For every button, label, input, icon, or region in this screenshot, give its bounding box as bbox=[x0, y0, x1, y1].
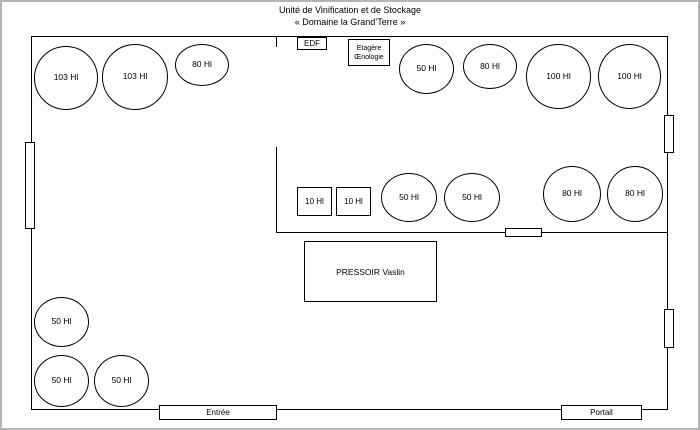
tank-50hl-bottom-1: 50 Hl bbox=[34, 297, 89, 347]
tank-50hl-top-right: 50 Hl bbox=[399, 44, 454, 94]
tank-50hl-bottom-3: 50 Hl bbox=[94, 355, 149, 407]
outer-wall-right bbox=[667, 36, 668, 410]
left-wall-opening bbox=[25, 142, 35, 229]
title-line-1: Unité de Vinification et de Stockage bbox=[279, 5, 421, 15]
tank-label: 80 Hl bbox=[625, 188, 645, 198]
tank-label: 50 Hl bbox=[51, 375, 72, 385]
tank-label: 50 Hl bbox=[111, 375, 132, 385]
tank-103hl-1: 103 Hl bbox=[34, 46, 98, 110]
portail-label: Portail bbox=[590, 408, 613, 417]
tank-103hl-2: 103 Hl bbox=[102, 44, 168, 110]
tank-50hl-middle-1: 50 Hl bbox=[381, 173, 437, 222]
tank-50hl-middle-2: 50 Hl bbox=[444, 173, 500, 222]
tank-100hl-1: 100 Hl bbox=[526, 44, 591, 109]
partition-wall-upper bbox=[276, 36, 277, 47]
edf-box: EDF bbox=[297, 37, 327, 50]
tank-label: 103 Hl bbox=[122, 71, 148, 81]
tank-80hl-top-right: 80 Hl bbox=[463, 44, 517, 89]
etagere-label-line1: Etagère bbox=[356, 44, 382, 52]
tank-label: 100 Hl bbox=[546, 70, 571, 81]
outer-wall-top bbox=[31, 36, 668, 37]
tank-80hl-top-left: 80 Hl bbox=[175, 44, 229, 86]
tank-label: 10 Hl bbox=[344, 197, 363, 206]
pressoir-label: PRESSOIR Vaslin bbox=[336, 266, 405, 277]
right-wall-opening-lower bbox=[664, 309, 674, 348]
tank-label: 103 Hl bbox=[53, 72, 79, 82]
tank-100hl-2: 100 Hl bbox=[598, 44, 661, 109]
etagere-oenologie: Etagère Œnologie bbox=[348, 39, 390, 66]
tank-label: 80 Hl bbox=[562, 188, 582, 198]
tank-label: 50 Hl bbox=[51, 316, 72, 326]
tank-label: 80 Hl bbox=[192, 59, 212, 69]
tank-label: 10 Hl bbox=[305, 197, 324, 206]
tank-label: 80 Hl bbox=[480, 60, 500, 71]
entree-label: Entrée bbox=[206, 408, 230, 417]
tank-label: 50 Hl bbox=[399, 191, 419, 202]
tank-label: 50 Hl bbox=[462, 191, 482, 202]
entree-door: Entrée bbox=[159, 405, 277, 420]
etagere-label-line2: Œnologie bbox=[354, 53, 384, 61]
tank-50hl-bottom-2: 50 Hl bbox=[34, 355, 89, 407]
title-line-2: « Domaine la Grand’Terre » bbox=[294, 17, 406, 27]
tank-80hl-right-1: 80 Hl bbox=[543, 166, 601, 222]
pressoir-vaslin: PRESSOIR Vaslin bbox=[304, 241, 437, 302]
right-wall-opening-upper bbox=[664, 115, 674, 153]
tank-10hl-1: 10 Hl bbox=[297, 187, 332, 216]
tank-label: 100 Hl bbox=[617, 70, 642, 81]
portail-gate: Portail bbox=[561, 405, 642, 420]
partition-wall-horizontal bbox=[276, 232, 667, 233]
tank-label: 50 Hl bbox=[416, 63, 437, 73]
tank-10hl-2: 10 Hl bbox=[336, 187, 371, 216]
outer-wall-bottom bbox=[31, 409, 668, 410]
partition-opening bbox=[505, 228, 542, 237]
edf-label: EDF bbox=[304, 39, 320, 48]
partition-wall-vertical bbox=[276, 147, 277, 232]
tank-80hl-right-2: 80 Hl bbox=[607, 166, 663, 222]
